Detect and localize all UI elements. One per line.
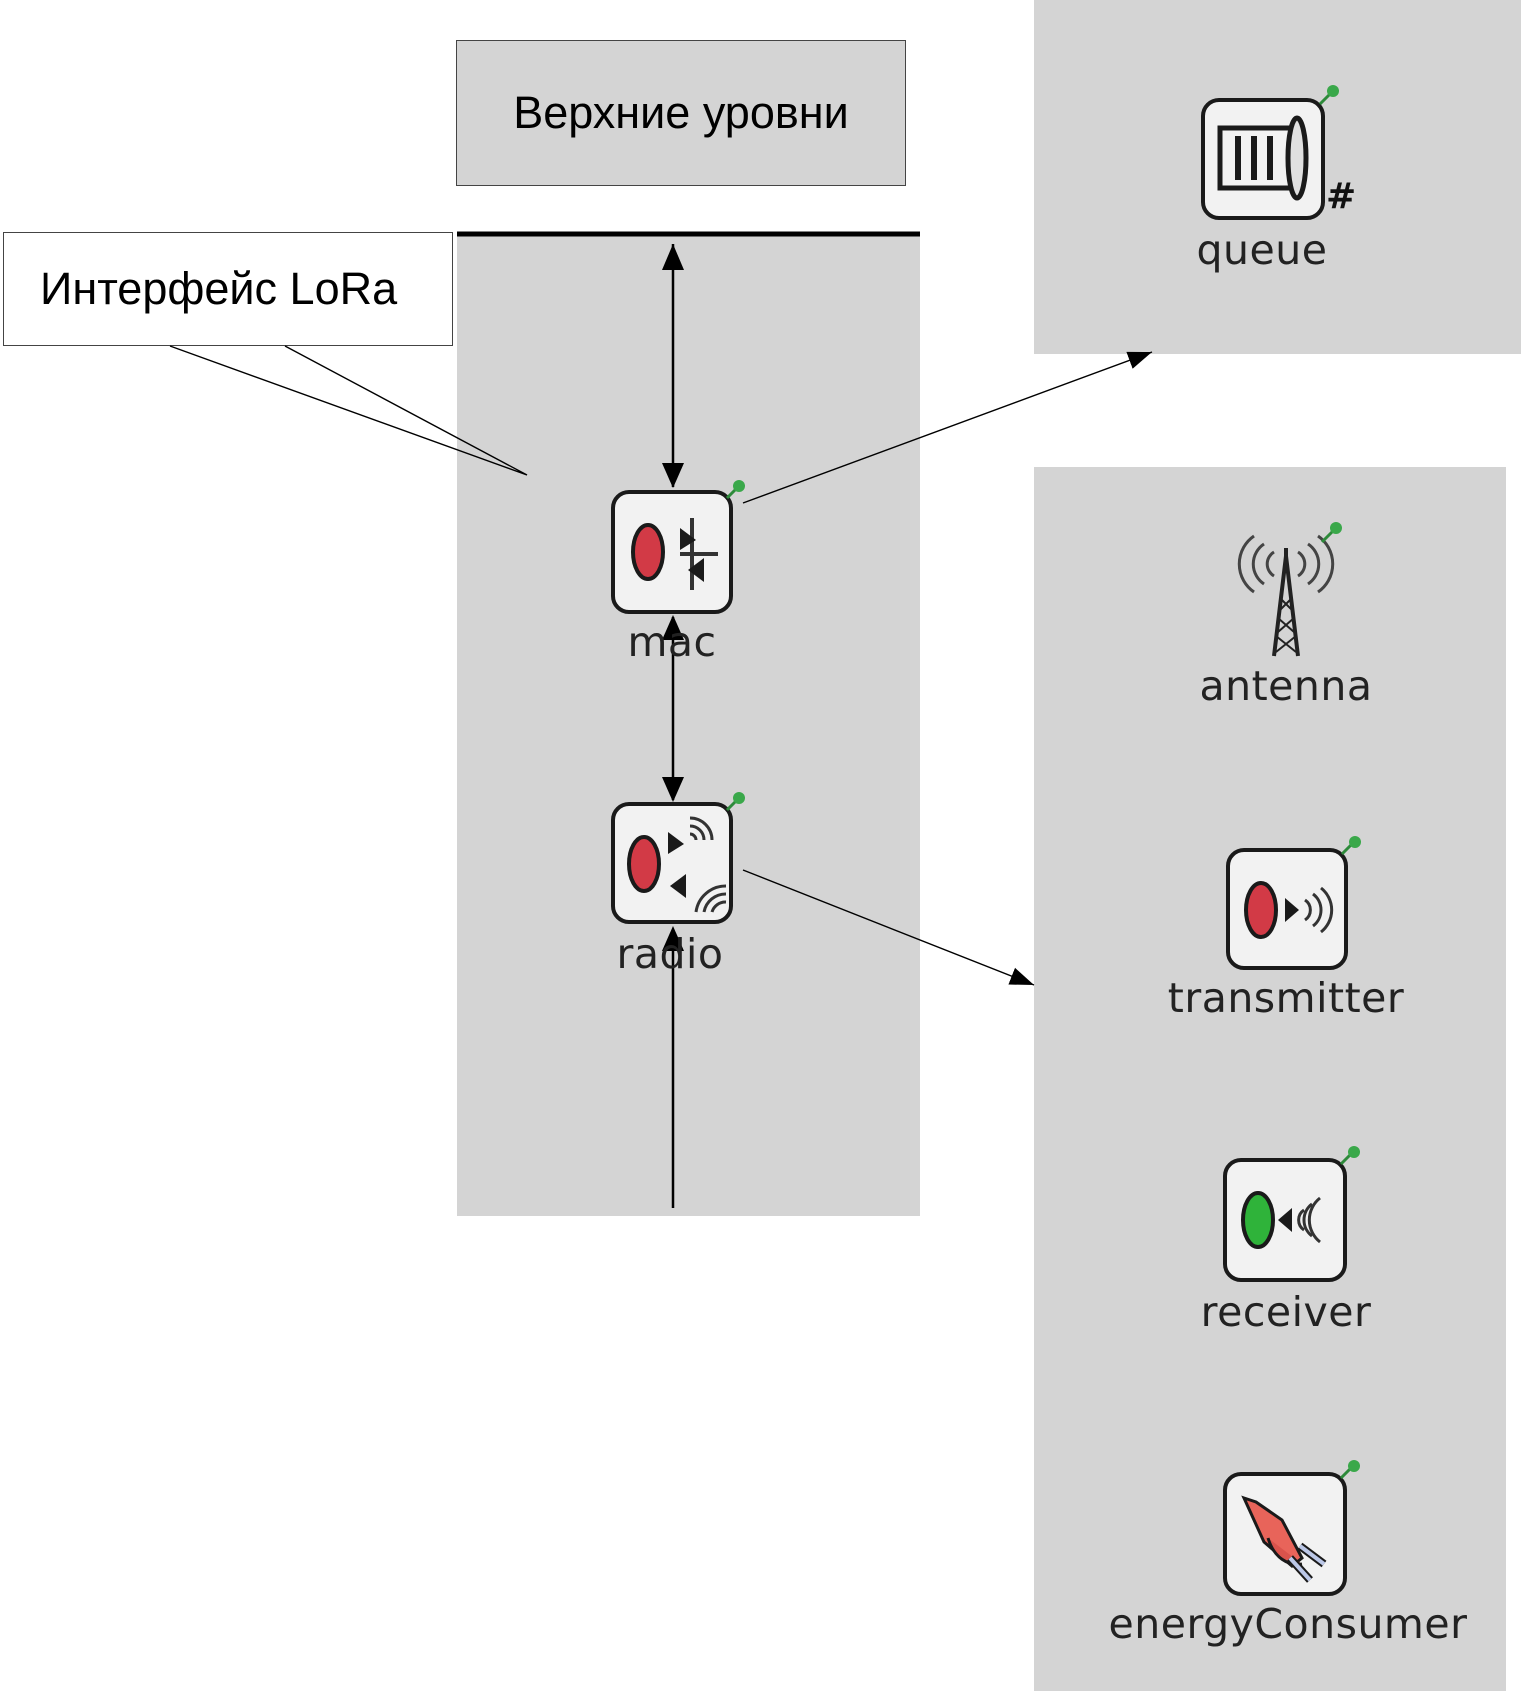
queue-label: queue xyxy=(1196,226,1328,274)
pin-icon xyxy=(725,480,745,500)
energy-consumer-label: energyConsumer xyxy=(1108,1600,1468,1648)
energy-consumer-module[interactable] xyxy=(1222,1458,1362,1598)
bus-mac-arrow-up xyxy=(662,244,684,270)
radio-module[interactable] xyxy=(610,790,750,930)
bus-mac-arrow-down xyxy=(662,463,684,488)
mac-label: mac xyxy=(627,618,717,666)
transmitter-label: transmitter xyxy=(1167,974,1405,1022)
pin-icon xyxy=(1339,1146,1360,1166)
mac-queue-expand-arrow xyxy=(742,351,1153,504)
upper-layers-box: Верхние уровни xyxy=(456,40,906,186)
mac-radio-arrow-up xyxy=(662,615,684,640)
antenna-icon xyxy=(1237,522,1342,657)
lora-interface-panel xyxy=(457,234,920,1216)
queue-icon xyxy=(1201,85,1339,220)
callout-label: Интерфейс LoRa xyxy=(40,263,398,314)
queue-module[interactable] xyxy=(1200,82,1360,222)
pin-icon xyxy=(1339,1460,1360,1480)
queue-badge: # xyxy=(1326,176,1357,217)
antenna-label: antenna xyxy=(1199,662,1373,710)
pin-icon xyxy=(1320,522,1342,544)
upper-layers-label: Верхние уровни xyxy=(513,87,849,138)
transmitter-module[interactable] xyxy=(1225,832,1365,972)
transmitter-icon xyxy=(1226,836,1361,970)
mac-icon xyxy=(611,480,745,614)
radio-icon xyxy=(611,792,745,924)
receiver-module[interactable] xyxy=(1222,1146,1362,1286)
bottom-radio-arrow-up xyxy=(662,926,684,951)
receiver-label: receiver xyxy=(1200,1288,1372,1336)
mac-radio-arrow-down xyxy=(662,777,684,802)
antenna-module[interactable] xyxy=(1230,518,1350,660)
radio-label: radio xyxy=(616,930,724,978)
callout-pointer xyxy=(169,345,528,476)
pin-icon xyxy=(1318,85,1339,106)
plug-icon xyxy=(1223,1460,1360,1596)
radio-components-expand-arrow xyxy=(742,869,1035,986)
pin-icon xyxy=(725,792,745,812)
pin-icon xyxy=(1340,836,1361,856)
receiver-icon xyxy=(1223,1146,1360,1282)
callout-box: Интерфейс LoRa xyxy=(3,232,453,346)
mac-module[interactable] xyxy=(610,478,750,618)
